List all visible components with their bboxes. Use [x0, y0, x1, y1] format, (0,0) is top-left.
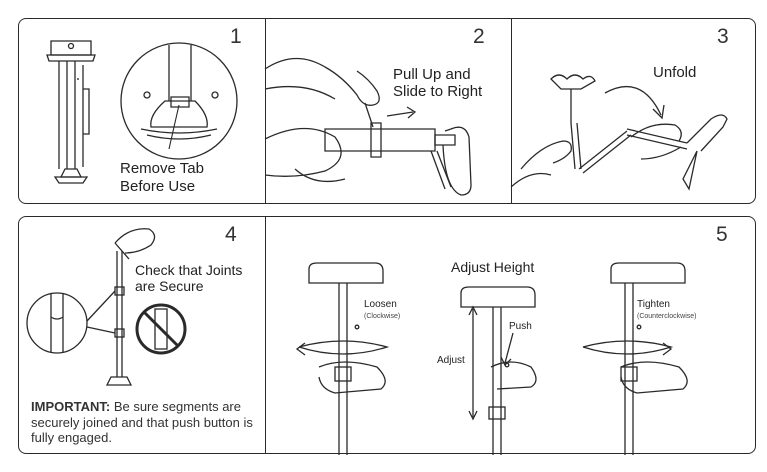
tighten-label: Tighten [637, 299, 670, 310]
panel-divider [265, 19, 266, 203]
steps-row-bottom: 4 Check that Joints are Secure [18, 216, 757, 455]
step-4-label-line1: Check that Joints [135, 262, 243, 278]
step-2-panel: 2 Pull Up and Slide to Right [264, 19, 511, 203]
loosen-label: Loosen [364, 299, 397, 310]
step-2-label-line2: Slide to Right [393, 83, 483, 100]
important-note-label: IMPORTANT: [31, 399, 111, 414]
adjust-label: Adjust [437, 355, 465, 366]
step-4-number: 4 [225, 223, 237, 246]
steps-row-top: 1 [18, 18, 756, 204]
important-note: IMPORTANT: Be sure segments are securely… [31, 399, 261, 446]
step-3-panel: 3 Unfold [510, 19, 757, 203]
step-4-panel: 4 Check that Joints are Secure [19, 217, 265, 453]
step-1-label-line1: Remove Tab [120, 160, 204, 177]
push-label: Push [509, 321, 532, 332]
folded-cane-illustration [46, 40, 238, 184]
panel-divider [511, 19, 512, 203]
step-1-panel: 1 [19, 19, 265, 203]
joint-check-illustration [26, 228, 187, 386]
step-2-label-line1: Pull Up and [393, 66, 471, 83]
step-1-number: 1 [230, 25, 242, 48]
panel-divider [265, 217, 266, 453]
step-4-label-line2: are Secure [135, 278, 204, 294]
unfold-cane-illustration [510, 74, 728, 191]
loosen-note: (Clockwise) [364, 313, 401, 320]
step-2-number: 2 [473, 25, 485, 48]
unlock-cane-illustration [264, 57, 472, 196]
step-1-label-line2: Before Use [120, 178, 196, 195]
adjust-height-illustration [295, 262, 688, 455]
step-5-title: Adjust Height [451, 259, 535, 275]
step-3-number: 3 [717, 25, 729, 48]
step-5-panel: 5 Adjust Height Loosen (Clockwise) Tight… [265, 217, 757, 455]
step-3-label: Unfold [653, 64, 697, 81]
step-5-number: 5 [716, 223, 728, 246]
important-note-text: Be sure segments are securely joined and… [31, 399, 253, 445]
tighten-note: (Counterclockwise) [637, 313, 697, 320]
